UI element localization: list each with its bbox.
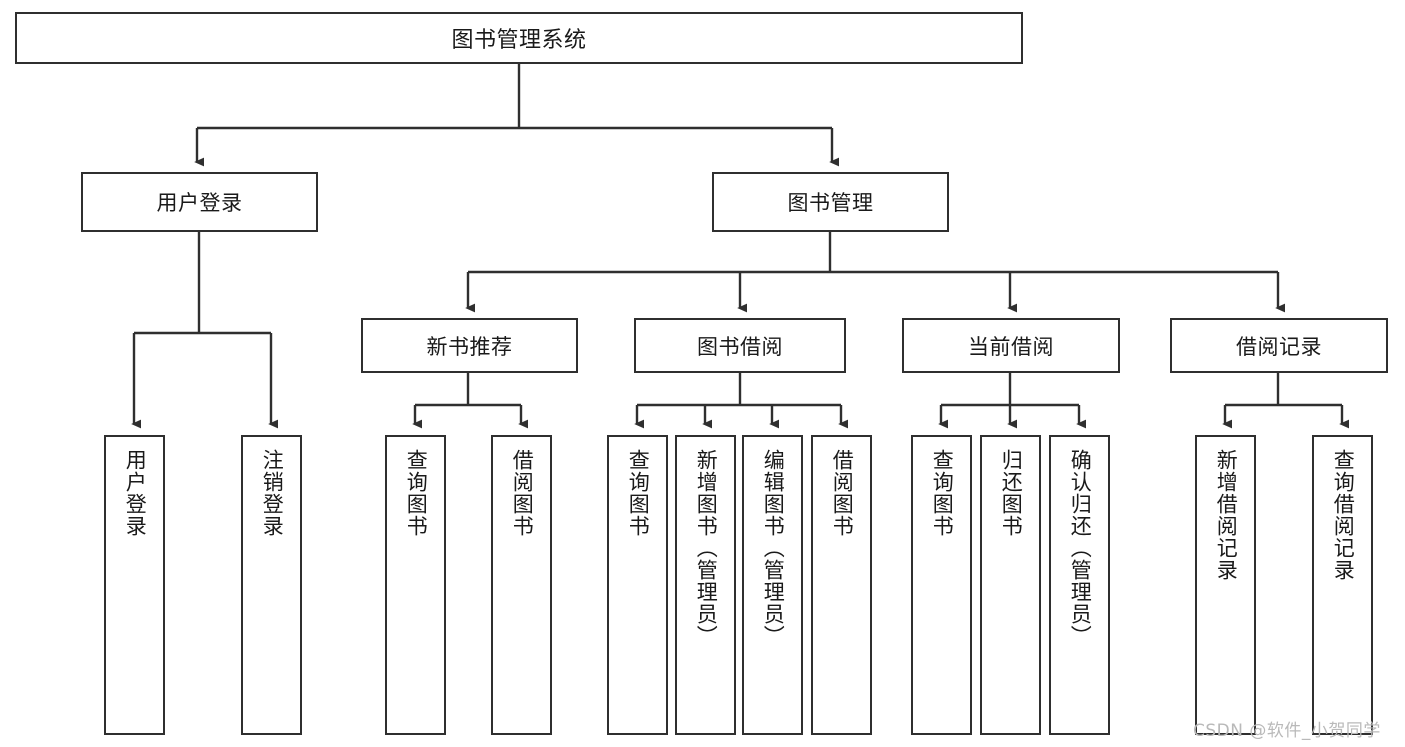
node-user-login[interactable]: 用户登录 xyxy=(81,172,318,232)
leaf-edit-book-label: 编辑图书（管理员） xyxy=(761,449,786,647)
leaf-add-book[interactable]: 新增图书（管理员） xyxy=(675,435,736,735)
node-user-login-label: 用户登录 xyxy=(156,191,243,215)
node-root[interactable]: 图书管理系统 xyxy=(15,12,1023,64)
node-book-manage-label: 图书管理 xyxy=(787,191,874,215)
node-book-borrow[interactable]: 图书借阅 xyxy=(634,318,846,373)
leaf-borrow-book-1-label: 借阅图书 xyxy=(510,449,535,537)
watermark: CSDN @软件_小贺同学 xyxy=(1193,721,1381,741)
leaf-query-record-label: 查询借阅记录 xyxy=(1331,449,1356,581)
leaf-add-record[interactable]: 新增借阅记录 xyxy=(1195,435,1256,735)
leaf-query-book-2-label: 查询图书 xyxy=(626,449,651,537)
leaf-add-book-label: 新增图书（管理员） xyxy=(694,449,719,647)
leaf-query-record[interactable]: 查询借阅记录 xyxy=(1312,435,1373,735)
leaf-return-book-label: 归还图书 xyxy=(999,449,1024,537)
node-book-borrow-label: 图书借阅 xyxy=(697,334,783,359)
leaf-borrow-book-1[interactable]: 借阅图书 xyxy=(491,435,552,735)
node-root-label: 图书管理系统 xyxy=(451,28,587,53)
leaf-logout-login-label: 注销登录 xyxy=(260,449,285,537)
node-new-book-rec[interactable]: 新书推荐 xyxy=(361,318,578,373)
leaf-query-book-1-label: 查询图书 xyxy=(404,449,429,537)
leaf-borrow-book-2-label: 借阅图书 xyxy=(830,449,855,537)
leaf-query-book-2[interactable]: 查询图书 xyxy=(607,435,668,735)
node-borrow-record[interactable]: 借阅记录 xyxy=(1170,318,1388,373)
leaf-logout-login[interactable]: 注销登录 xyxy=(241,435,302,735)
node-book-manage[interactable]: 图书管理 xyxy=(712,172,949,232)
node-new-book-rec-label: 新书推荐 xyxy=(426,334,513,359)
leaf-return-book[interactable]: 归还图书 xyxy=(980,435,1041,735)
leaf-query-book-3[interactable]: 查询图书 xyxy=(911,435,972,735)
leaf-query-book-1[interactable]: 查询图书 xyxy=(385,435,446,735)
leaf-confirm-return-label: 确认归还（管理员） xyxy=(1068,449,1093,647)
leaf-edit-book[interactable]: 编辑图书（管理员） xyxy=(742,435,803,735)
node-borrow-record-label: 借阅记录 xyxy=(1236,334,1322,359)
node-current-borrow[interactable]: 当前借阅 xyxy=(902,318,1120,373)
leaf-borrow-book-2[interactable]: 借阅图书 xyxy=(811,435,872,735)
leaf-user-login[interactable]: 用户登录 xyxy=(104,435,165,735)
leaf-user-login-label: 用户登录 xyxy=(123,449,148,537)
leaf-add-record-label: 新增借阅记录 xyxy=(1214,449,1239,581)
leaf-query-book-3-label: 查询图书 xyxy=(930,449,955,537)
leaf-confirm-return[interactable]: 确认归还（管理员） xyxy=(1049,435,1110,735)
node-current-borrow-label: 当前借阅 xyxy=(968,334,1054,359)
